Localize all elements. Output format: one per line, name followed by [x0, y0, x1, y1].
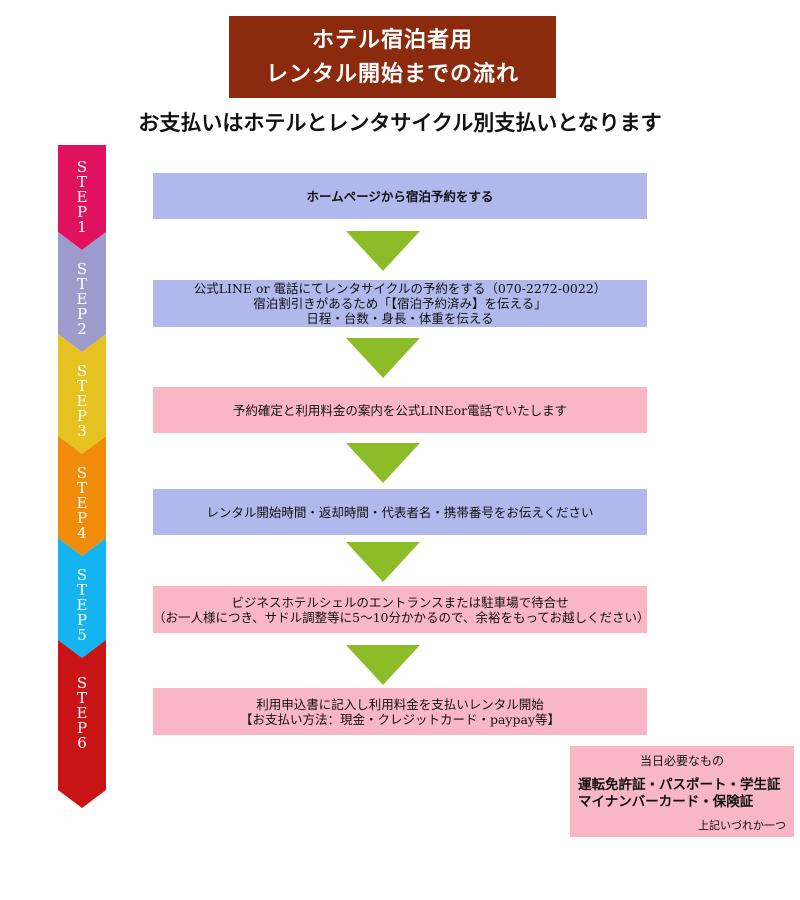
note-title: 当日必要なもの — [639, 754, 724, 768]
step6-box: 利用申込書に記入し利用料金を支払いレンタル開始 【お支払い方法：現金・クレジット… — [153, 688, 647, 735]
title-box: ホテル宿泊者用 レンタル開始までの流れ — [229, 16, 556, 98]
step1-text: ホームページから宿泊予約をする — [306, 188, 494, 204]
step5-box: ビジネスホテルシェルのエントランスまたは駐車場で待合せ （お一人様につき、サドル… — [153, 586, 650, 633]
step4-text: レンタル開始時間・返却時間・代表者名・携帯番号をお伝えください — [206, 504, 594, 520]
step5-text-line2: （お一人様につき、サドル調整等に5～10分かかるので、余裕をもってお越しください… — [153, 609, 650, 625]
step5-chevron — [58, 538, 106, 658]
title-line2: レンタル開始までの流れ — [265, 62, 519, 87]
arrow-down-icon — [346, 542, 420, 582]
note-line2: マイナンバーカード・保険証 — [578, 794, 754, 810]
step3-chevron — [58, 334, 106, 454]
step6-chevron — [58, 640, 106, 808]
arrow-down-icon — [346, 645, 420, 685]
step4-chevron — [58, 436, 106, 556]
step2-text-line2: 宿泊割引きがあるため「【宿泊予約済み】を伝える」 — [253, 296, 547, 311]
note-line1: 運転免許証・パスポート・学生証 — [578, 777, 781, 793]
step5-text-line1: ビジネスホテルシェルのエントランスまたは駐車場で待合せ — [231, 594, 569, 610]
payment-notice: お支払いはホテルとレンタサイクル別支払いとなります — [138, 111, 662, 135]
title-line1: ホテル宿泊者用 — [311, 28, 473, 53]
step4-box: レンタル開始時間・返却時間・代表者名・携帯番号をお伝えください — [153, 489, 647, 535]
step1-box: ホームページから宿泊予約をする — [153, 173, 647, 219]
note-footer: 上記いづれか一つ — [698, 819, 786, 832]
step6-text-line2: 【お支払い方法：現金・クレジットカード・paypay等】 — [239, 711, 561, 727]
step6-text-line1: 利用申込書に記入し利用料金を支払いレンタル開始 — [256, 696, 544, 712]
step2-chevron — [58, 232, 106, 352]
arrow-down-icon — [346, 443, 420, 483]
arrow-down-icon — [346, 231, 420, 271]
step2-box: 公式LINE or 電話にてレンタサイクルの予約をする（070-2272-002… — [153, 280, 647, 327]
step2-text-line1: 公式LINE or 電話にてレンタサイクルの予約をする（070-2272-002… — [193, 281, 607, 296]
arrow-down-icon — [346, 338, 420, 378]
step3-box: 予約確定と利用料金の案内を公式LINEor電話でいたします — [153, 387, 647, 433]
required-items-note: 当日必要なもの 運転免許証・パスポート・学生証 マイナンバーカード・保険証 上記… — [570, 746, 794, 837]
step2-text-line3: 日程・台数・身長・体重を伝える — [306, 311, 494, 326]
step1-chevron — [58, 145, 106, 250]
step3-text: 予約確定と利用料金の案内を公式LINEor電話でいたします — [232, 402, 568, 418]
